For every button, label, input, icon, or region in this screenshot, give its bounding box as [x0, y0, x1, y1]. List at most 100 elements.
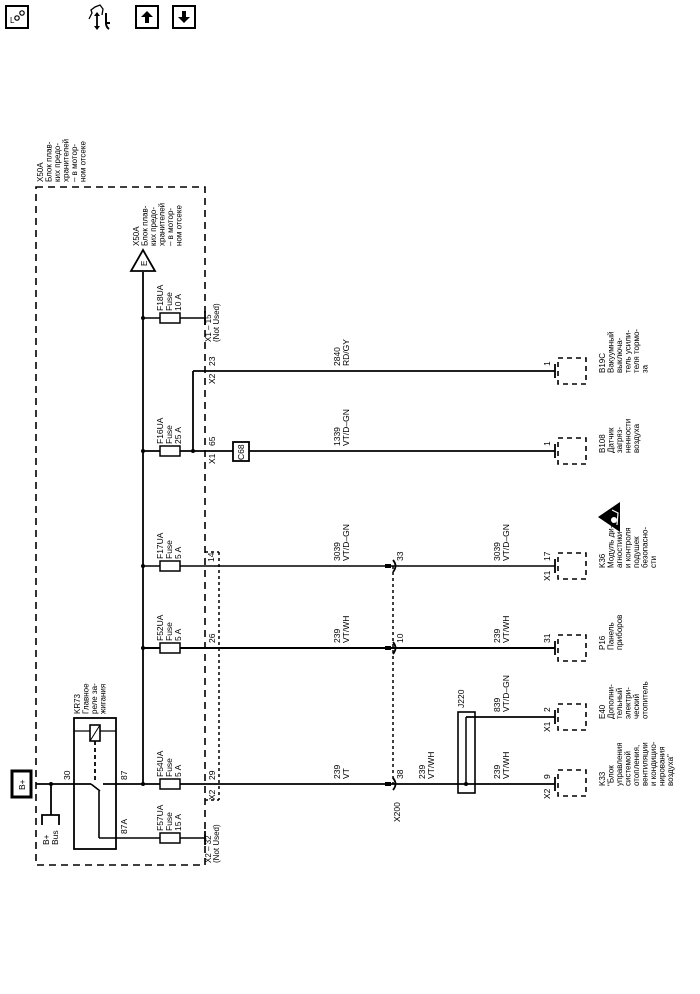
component-k36-label-line: подушек [632, 536, 641, 568]
fuse-block-title-line: X50A [36, 162, 45, 182]
component-b19c-label-line: B19C [598, 353, 607, 373]
fuse-f17ua [159, 560, 181, 572]
component-b108-label-line: загряз- [615, 427, 624, 453]
x200-pin-label-38: 38 [395, 769, 405, 779]
component-e40-pin-line: 2 [542, 707, 552, 712]
fuse-label-f52ua-line: Fuse [164, 622, 174, 641]
wire-label-0-line: RD/GY [341, 339, 351, 366]
component-k33-label-line: "Блок [607, 765, 616, 786]
x200-label-line: X200 [392, 802, 402, 822]
fuse-block-title-line: хранителей [62, 139, 71, 182]
x200-pin-label-10: 10 [395, 633, 405, 643]
fuse-label-f18ua-line: Fuse [164, 292, 174, 311]
component-k33-connector-line: X2 [542, 788, 552, 799]
fuse-label-f17ua-line: F17UA [155, 532, 165, 559]
component-b19c-label-line: тель усили- [624, 330, 633, 373]
fuse-block-title-line: Блок плав- [45, 141, 54, 182]
relay-pin-87-line: 87 [119, 770, 129, 780]
component-b108-label-line: ненности [624, 419, 633, 453]
fuse-label-f54ua-line: 5 A [173, 764, 183, 777]
f18ua-connector-label: X1 – 15(Not Used) [204, 303, 221, 342]
page-down-button[interactable] [172, 5, 196, 29]
component-e40-label-line: ческий [632, 694, 641, 719]
component-b19c-label-line: за [641, 364, 650, 373]
power-source-label: B+ [17, 779, 27, 790]
location-button[interactable]: L [5, 5, 29, 29]
wire-label-3-line: 3039 [492, 542, 502, 561]
component-k33-box [554, 769, 587, 797]
wire-label-5-line: 239 [492, 629, 502, 643]
page-up-button[interactable] [135, 5, 159, 29]
wire-label-5-line: VT/WH [501, 616, 511, 643]
fuse-label-f17ua-line: Fuse [164, 540, 174, 559]
relay-pin-30: 30 [62, 770, 72, 780]
x2-23-pin-label-line: 23 [207, 356, 217, 366]
wire-label-7-line: VT/WH [426, 752, 436, 779]
component-b19c-label-line: теля тормо- [632, 329, 641, 373]
f17ua-pin-label-line: 14 [206, 552, 216, 562]
fuse-label-f16ua-line: 25 A [173, 427, 183, 444]
bus-label-line: B+ [41, 834, 51, 845]
f54ua-pin-label-line: 29 [207, 770, 217, 780]
j220-label: J220 [456, 689, 466, 708]
f54ua-connector-label: X2 [207, 789, 217, 800]
component-k33-label-line: и кондицио- [649, 741, 658, 786]
ground-ref-label-line: Блок плав- [141, 205, 150, 246]
component-p16-label-line: P16 [598, 635, 607, 650]
fuse-label-f18ua-line: F18UA [155, 284, 165, 311]
x200-pin-10 [392, 641, 397, 655]
component-b108-label-line: B108 [598, 434, 607, 453]
splice-c68 [232, 441, 250, 462]
component-k36-pin-line: 17 [542, 551, 552, 561]
f18ua-connector-label-line: (Not Used) [212, 303, 221, 342]
splice-c68-label: C68 [236, 444, 246, 460]
relay-pin-30-line: 30 [62, 770, 72, 780]
component-b19c-pin: 1 [542, 361, 552, 366]
component-k33-label-line: управления [615, 742, 624, 786]
x2-23-connector-label: X2 [207, 373, 217, 384]
component-e40-pin: 2 [542, 707, 552, 712]
component-b19c-box [554, 357, 587, 385]
x200-pin-38 [392, 777, 397, 791]
f17ua-pin-label: 14 [206, 552, 216, 562]
component-k36-connector-line: X1 [542, 570, 552, 581]
component-e40-label-line: E40 [598, 704, 607, 719]
component-b19c-pin-line: 1 [542, 361, 552, 366]
fuse-label-f57ua-line: F57UA [155, 804, 165, 831]
relay-kr73-label-line: Главное [82, 683, 91, 714]
wire-label-4-line: VT/WH [341, 616, 351, 643]
bus-label: B+Bus [41, 830, 60, 845]
f16ua-connector-label-line: X1 [207, 453, 217, 464]
component-b108-pin-line: 1 [542, 441, 552, 446]
ground-ref-label-line: хранителей [158, 203, 167, 246]
wire-label-3-line: VT/D–GN [501, 524, 511, 561]
power-source-box [10, 769, 33, 799]
j220-label-line: J220 [456, 689, 466, 708]
component-k36-connector: X1 [542, 570, 552, 581]
fuse-label-f57ua-line: 15 A [173, 814, 183, 831]
component-p16-label-line: Панель [607, 622, 616, 650]
x2-23-pin-label: 23 [207, 356, 217, 366]
diagnostic-tree-button[interactable] [86, 3, 120, 33]
wire-label-2-line: VT/D–GN [341, 524, 351, 561]
f57ua-connector-label-line: (Not Used) [212, 824, 221, 863]
f52ua-pin-label: 26 [207, 633, 217, 643]
wire-label-4-line: 239 [332, 629, 342, 643]
wire-label-8-line: VT/D–GN [501, 675, 511, 712]
fuse-label-f54ua-line: F54UA [155, 750, 165, 777]
fuse-f18ua [159, 312, 181, 324]
location-icon: L [10, 10, 25, 25]
